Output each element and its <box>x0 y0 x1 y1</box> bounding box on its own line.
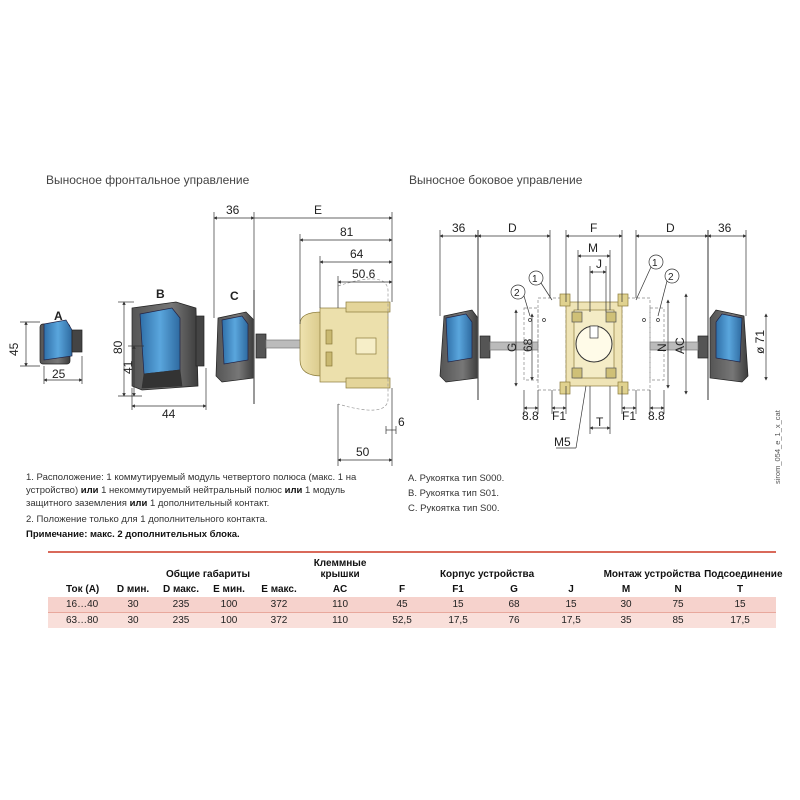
table-row: 63…80 30 235 100 372 110 52,5 17,5 76 17… <box>48 612 777 628</box>
side-view-assembly <box>439 230 768 449</box>
col-f1: F1 <box>452 584 464 595</box>
col-ac: AC <box>332 584 348 595</box>
dim-ac: AC <box>673 337 687 354</box>
dim-8-8-right: 8.8 <box>648 409 665 423</box>
label-handle-b: B <box>156 287 165 301</box>
label-handle-a: A <box>54 309 63 323</box>
dim-44: 44 <box>162 407 176 421</box>
col-current: Ток (A) <box>66 584 100 595</box>
dim-64: 64 <box>350 247 364 261</box>
footnote-1-line-2: устройство) или 1 некоммутируемый нейтра… <box>26 485 346 496</box>
callout-1-left: 1 <box>532 274 538 285</box>
dim-f1-left: F1 <box>552 409 566 423</box>
footnotes-left: 1. Расположение: 1 коммутируемый модуль … <box>26 471 396 541</box>
dim-m: M <box>588 241 598 255</box>
handle-b <box>118 301 207 410</box>
dim-50: 50 <box>356 445 370 459</box>
dim-36-side-left: 36 <box>452 221 466 235</box>
handle-legend: A. Рукоятка тип S000. B. Рукоятка тип S0… <box>408 471 708 516</box>
dim-f: F <box>590 221 597 235</box>
footnote-note: Примечание: макс. 2 дополнительных блока… <box>26 529 240 540</box>
col-n: N <box>674 584 682 595</box>
col-d-min: D мин. <box>116 584 150 595</box>
handle-a <box>20 319 83 384</box>
dim-68: 68 <box>521 338 535 352</box>
dim-45: 45 <box>7 342 21 356</box>
label-handle-c: C <box>230 289 239 303</box>
dim-f1-right: F1 <box>622 409 636 423</box>
footnote-1-line-1: 1. Расположение: 1 коммутируемый модуль … <box>26 472 357 483</box>
drawing-code: sirom_054_e_1_x_cat <box>773 409 782 484</box>
table-column-header: Ток (A) D мин. D макс. E мин. E макс. AC… <box>48 582 776 597</box>
dim-8-8-left: 8.8 <box>522 409 539 423</box>
table-row: 16…40 30 235 100 372 110 45 15 68 15 30 … <box>48 597 777 613</box>
technical-drawing: A B C 45 25 80 41 44 36 E 81 64 50.6 6 5… <box>7 203 782 484</box>
group-connection: Подсоединение <box>704 551 783 582</box>
legend-c: C. Рукоятка тип S00. <box>408 503 500 514</box>
dim-n: N <box>655 343 669 352</box>
dim-41: 41 <box>121 360 135 374</box>
dim-50-6: 50.6 <box>352 267 376 281</box>
dim-6: 6 <box>398 415 405 429</box>
footnote-2: 2. Положение только для 1 дополнительног… <box>26 514 268 525</box>
dim-36-side-right: 36 <box>718 221 732 235</box>
callout-2-left: 2 <box>514 288 520 299</box>
dim-e: E <box>314 203 322 217</box>
col-e-max: E макс. <box>261 584 297 595</box>
col-f: F <box>398 584 406 595</box>
col-g: G <box>510 584 518 595</box>
dim-g: G <box>505 343 519 352</box>
dim-d-left: D <box>508 221 517 235</box>
dim-j: J <box>596 257 602 271</box>
heading-side-control: Выносное боковое управление <box>409 173 583 187</box>
group-overall: Общие габариты <box>110 551 307 582</box>
legend-a: A. Рукоятка тип S000. <box>408 473 505 484</box>
dim-t: T <box>596 415 604 429</box>
col-d-max: D макс. <box>162 584 200 595</box>
callout-2-right: 2 <box>668 272 674 283</box>
dim-dia-71: ø 71 <box>753 330 767 354</box>
footnote-1-line-3: защитного заземления или 1 дополнительны… <box>26 498 270 509</box>
heading-front-control: Выносное фронтальное управление <box>46 173 250 187</box>
col-t: T <box>737 584 744 595</box>
dim-80: 80 <box>111 340 125 354</box>
callout-1-right: 1 <box>652 258 658 269</box>
dim-m5: M5 <box>554 435 571 449</box>
group-body: Корпус устройства <box>374 551 601 582</box>
handle-c-assembly <box>213 212 397 466</box>
dim-81: 81 <box>340 225 354 239</box>
col-e-min: E мин. <box>213 584 245 595</box>
col-m: M <box>621 584 631 595</box>
legend-b: B. Рукоятка тип S01. <box>408 488 500 499</box>
group-mounting: Монтаж устройства <box>600 551 705 582</box>
dim-36-front: 36 <box>226 203 240 217</box>
dim-25: 25 <box>52 367 66 381</box>
col-j: J <box>568 584 574 595</box>
dim-d-right: D <box>666 221 675 235</box>
